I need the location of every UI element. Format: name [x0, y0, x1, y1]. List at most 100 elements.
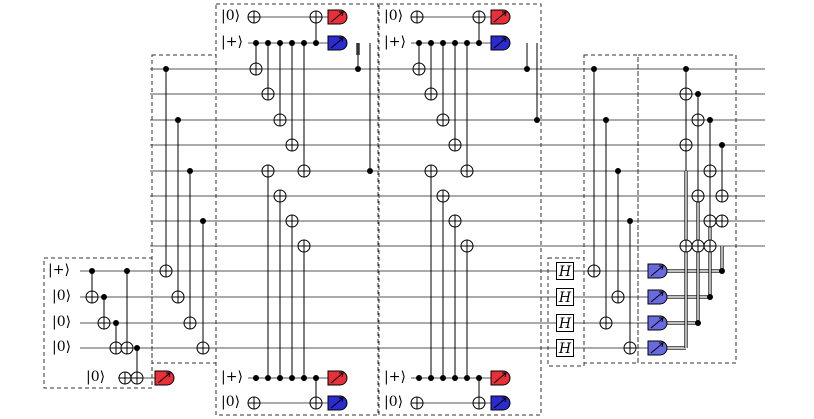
dashed-round-box — [637, 54, 737, 364]
control-dot-icon — [124, 268, 130, 274]
cnot-target-icon — [460, 239, 474, 253]
control-dot-icon — [428, 375, 434, 381]
control-dot-icon — [476, 375, 482, 381]
control-dot-icon — [719, 142, 725, 148]
control-dot-icon — [313, 40, 319, 46]
ket-plus-label: |+⟩ — [48, 262, 70, 278]
cnot-target-icon — [410, 396, 424, 410]
ket-plus-label: |+⟩ — [384, 369, 406, 385]
control-dot-icon — [416, 40, 422, 46]
cnot-target-icon — [424, 87, 438, 101]
control-dot-icon — [534, 117, 540, 123]
cnot-target-icon — [120, 341, 134, 355]
control-dot-icon — [289, 375, 295, 381]
ket-zero-label: |0⟩ — [52, 288, 72, 304]
hadamard-gate: H — [556, 339, 574, 357]
control-dot-icon — [416, 375, 422, 381]
control-dot-icon — [355, 66, 361, 72]
z-measurement-icon — [327, 370, 348, 386]
cnot-target-icon — [679, 87, 693, 101]
ket-zero-label: |0⟩ — [221, 8, 241, 24]
cnot-target-icon — [309, 396, 323, 410]
cnot-target-icon — [691, 113, 705, 127]
control-dot-icon — [683, 66, 689, 72]
cnot-target-icon — [448, 214, 462, 228]
control-dot-icon — [265, 40, 271, 46]
cnot-target-icon — [309, 10, 323, 24]
cnot-target-icon — [109, 341, 123, 355]
z-measurement-icon — [647, 315, 668, 331]
control-dot-icon — [707, 117, 713, 123]
ket-plus-label: |+⟩ — [384, 34, 406, 50]
control-dot-icon — [440, 375, 446, 381]
control-dot-icon — [313, 375, 319, 381]
z-measurement-icon — [490, 9, 511, 25]
cnot-target-icon — [691, 189, 705, 203]
ket-zero-label: |0⟩ — [86, 369, 106, 385]
x-measurement-icon — [490, 395, 511, 411]
control-dot-icon — [695, 91, 701, 97]
cnot-target-icon — [261, 87, 275, 101]
cnot-target-icon — [448, 138, 462, 152]
cnot-target-icon — [183, 316, 197, 330]
cnot-target-icon — [247, 10, 261, 24]
cnot-target-icon — [273, 113, 287, 127]
hadamard-gate: H — [556, 314, 574, 332]
cnot-target-icon — [273, 189, 287, 203]
cnot-target-icon — [715, 189, 729, 203]
dashed-round-box — [547, 257, 585, 367]
control-dot-icon — [277, 375, 283, 381]
control-dot-icon — [524, 66, 530, 72]
control-dot-icon — [134, 345, 140, 351]
hadamard-gate: H — [556, 262, 574, 280]
control-dot-icon — [719, 268, 725, 274]
control-dot-icon — [113, 320, 119, 326]
cnot-target-icon — [679, 138, 693, 152]
ket-plus-label: |+⟩ — [221, 34, 243, 50]
cnot-target-icon — [424, 164, 438, 178]
control-dot-icon — [452, 40, 458, 46]
cnot-target-icon — [285, 214, 299, 228]
control-dot-icon — [591, 66, 597, 72]
ket-zero-label: |0⟩ — [52, 314, 72, 330]
cnot-target-icon — [703, 164, 717, 178]
control-dot-icon — [627, 218, 633, 224]
control-dot-icon — [452, 375, 458, 381]
control-dot-icon — [277, 40, 283, 46]
ket-zero-label: |0⟩ — [384, 394, 404, 410]
z-measurement-icon — [647, 340, 668, 356]
gates — [85, 9, 729, 411]
control-dot-icon — [175, 117, 181, 123]
control-dot-icon — [476, 40, 482, 46]
cnot-target-icon — [196, 341, 210, 355]
cnot-target-icon — [436, 113, 450, 127]
z-measurement-icon — [327, 9, 348, 25]
cnot-target-icon — [261, 164, 275, 178]
cnot-target-icon — [247, 396, 261, 410]
cnot-target-icon — [611, 290, 625, 304]
control-dot-icon — [301, 40, 307, 46]
control-dot-icon — [695, 320, 701, 326]
ket-zero-label: |0⟩ — [384, 8, 404, 24]
z-measurement-icon — [647, 289, 668, 305]
control-dot-icon — [707, 294, 713, 300]
control-dot-icon — [163, 66, 169, 72]
control-dot-icon — [301, 375, 307, 381]
control-dot-icon — [187, 168, 193, 174]
control-dot-icon — [615, 168, 621, 174]
cnot-target-icon — [691, 239, 705, 253]
control-dot-icon — [464, 40, 470, 46]
dashed-round-box — [378, 3, 542, 416]
cnot-target-icon — [249, 62, 263, 76]
cnot-target-icon — [97, 316, 111, 330]
cnot-target-icon — [703, 214, 717, 228]
control-dot-icon — [367, 168, 373, 174]
control-dot-icon — [440, 40, 446, 46]
cnot-target-icon — [412, 62, 426, 76]
dashed-round-box — [151, 54, 217, 364]
cnot-target-icon — [410, 10, 424, 24]
control-dot-icon — [253, 40, 259, 46]
cnot-target-icon — [85, 290, 99, 304]
round-boxes — [43, 3, 737, 416]
